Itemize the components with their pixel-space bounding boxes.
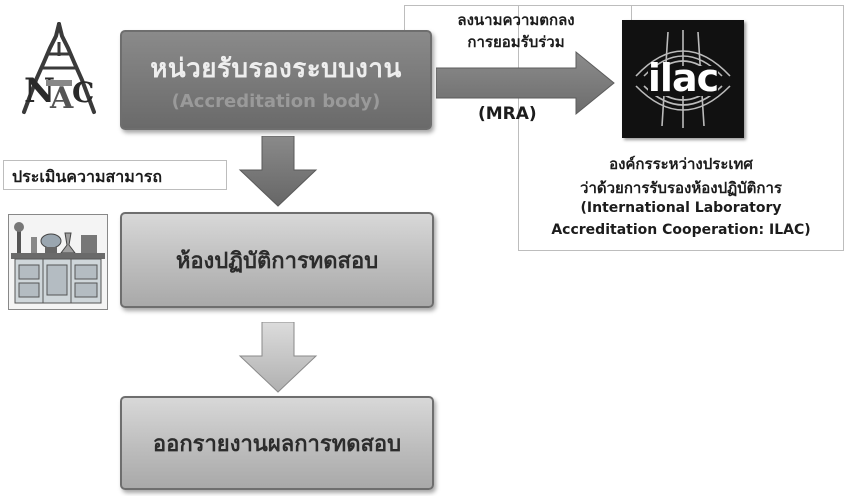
thai-accreditation-logo-icon: N A C bbox=[18, 22, 100, 120]
ilac-desc-line2: ว่าด้วยการรับรองห้องปฏิบัติการ bbox=[580, 179, 782, 197]
report-label: ออกรายงานผลการทดสอบ bbox=[152, 431, 402, 457]
accreditation-body-english: (Accreditation body) bbox=[171, 91, 381, 112]
svg-text:C: C bbox=[72, 76, 94, 109]
down-arrow-2 bbox=[238, 322, 318, 393]
ilac-frame bbox=[518, 5, 844, 251]
mra-line1: ลงนามความตกลง bbox=[457, 11, 575, 29]
accreditation-body-box: หน่วยรับรองระบบงาน (Accreditation body) bbox=[120, 30, 432, 130]
report-box: ออกรายงานผลการทดสอบ bbox=[120, 396, 434, 490]
accreditation-body-thai: หน่วยรับรองระบบงาน bbox=[150, 54, 402, 84]
ilac-desc-line4: Accreditation Cooperation: ILAC) bbox=[551, 222, 811, 238]
ilac-desc-line1: องค์กรระหว่างประเทศ bbox=[609, 155, 753, 173]
mra-arrow bbox=[436, 50, 615, 116]
mra-line2: การยอมรับร่วม bbox=[467, 33, 565, 51]
svg-text:N: N bbox=[24, 71, 55, 111]
laboratory-label: ห้องปฏิบัติการทดสอบ bbox=[175, 248, 379, 274]
ilac-logo-icon: ilac bbox=[622, 20, 744, 138]
svg-text:A: A bbox=[49, 81, 74, 116]
laboratory-bench-icon bbox=[8, 214, 108, 310]
mra-abbr: (MRA) bbox=[478, 104, 537, 124]
laboratory-box: ห้องปฏิบัติการทดสอบ bbox=[120, 212, 434, 308]
assessment-frame bbox=[3, 160, 227, 190]
ilac-desc-line3: (International Laboratory bbox=[580, 200, 782, 216]
ilac-logo-text: ilac bbox=[647, 56, 719, 100]
down-arrow-1 bbox=[238, 136, 318, 207]
assessment-label: ประเมินความสามารถ bbox=[12, 167, 163, 186]
